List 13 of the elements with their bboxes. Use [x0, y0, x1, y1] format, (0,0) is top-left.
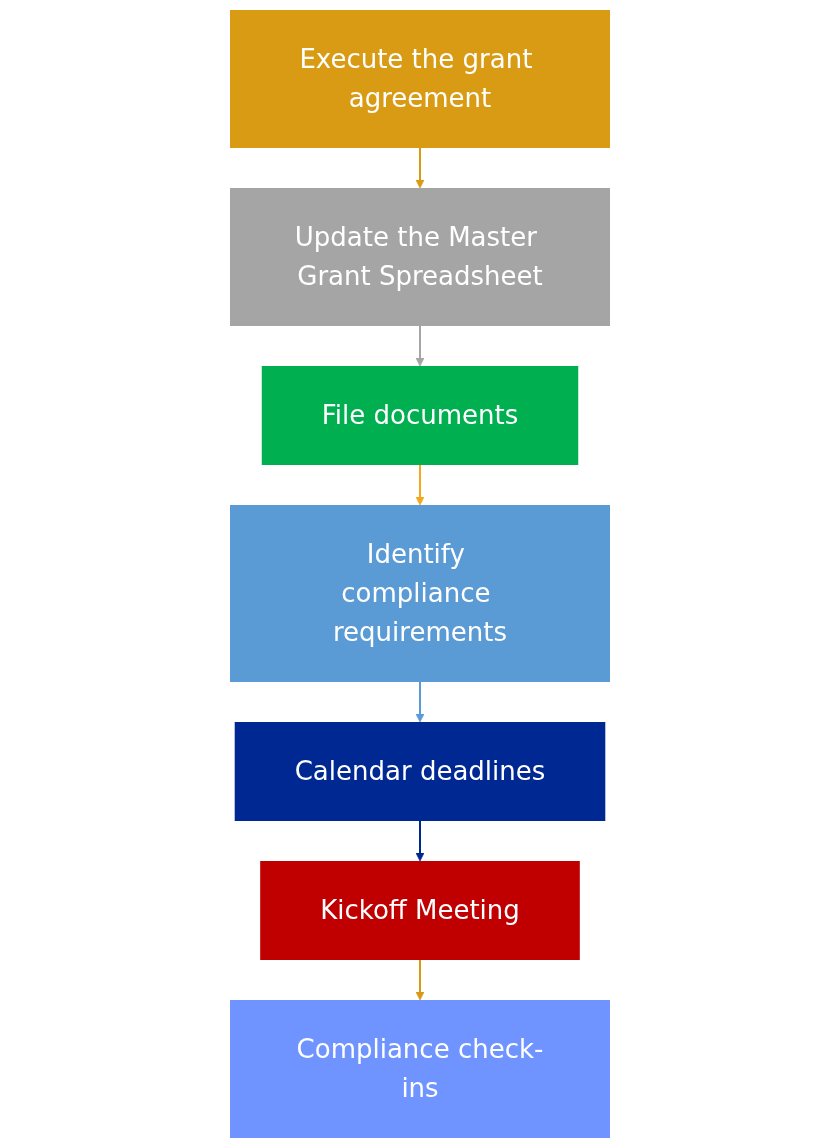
node-box: Kickoff Meeting [259, 860, 580, 960]
arrow [415, 680, 424, 722]
node-box: Calendar deadlines [234, 721, 605, 821]
arrow [415, 324, 424, 366]
arrow [415, 819, 424, 861]
node-box: Identify compliance requirements [229, 504, 610, 682]
node-box: Update the Master Grant Spreadsheet [229, 187, 610, 326]
arrow [415, 463, 424, 505]
node-box: File documents [261, 365, 578, 465]
arrow [415, 958, 424, 1000]
arrow [415, 146, 424, 188]
node-box: Execute the grant agreement [229, 9, 610, 148]
node-box: Compliance check-ins [229, 999, 610, 1138]
